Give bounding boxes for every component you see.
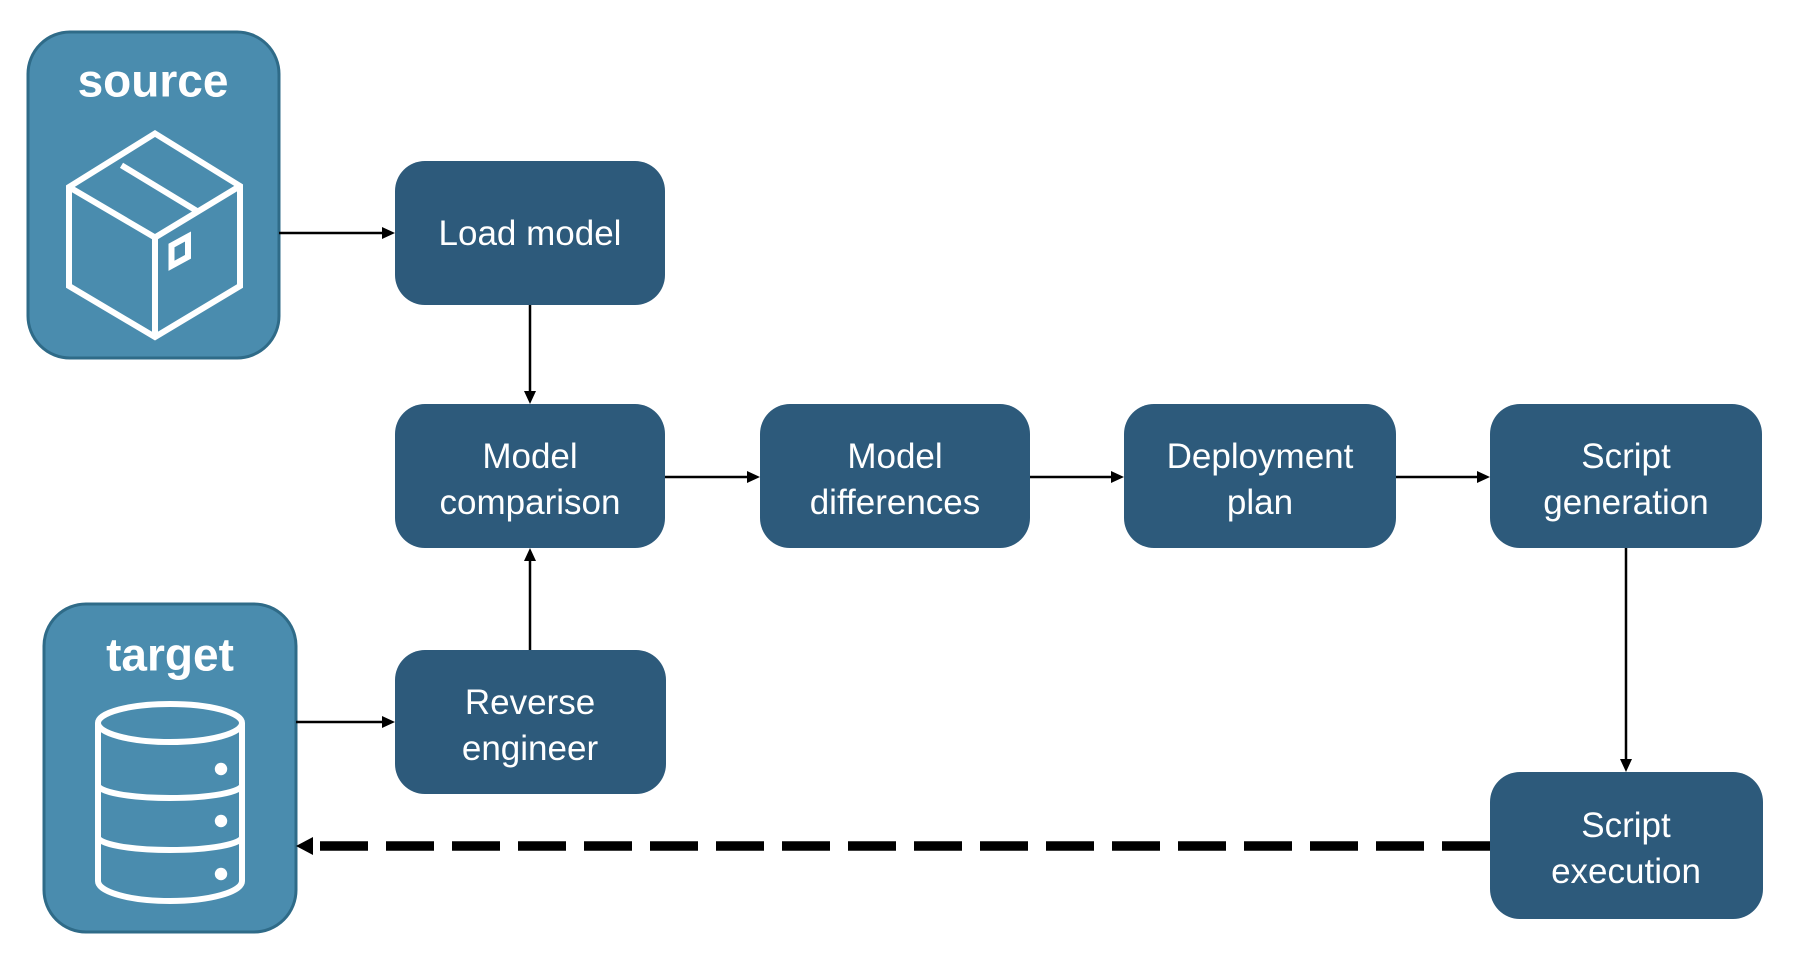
svg-text:execution: execution xyxy=(1551,852,1701,891)
svg-text:Deployment: Deployment xyxy=(1167,437,1354,476)
svg-text:Model: Model xyxy=(482,437,577,476)
svg-text:plan: plan xyxy=(1227,483,1293,522)
svg-text:comparison: comparison xyxy=(440,483,621,522)
svg-text:source: source xyxy=(78,55,229,107)
svg-text:Load model: Load model xyxy=(439,214,622,253)
svg-text:generation: generation xyxy=(1543,483,1708,522)
svg-text:differences: differences xyxy=(810,483,981,522)
svg-text:engineer: engineer xyxy=(462,729,599,768)
svg-text:Model: Model xyxy=(847,437,942,476)
svg-text:Reverse: Reverse xyxy=(465,683,595,722)
svg-text:Script: Script xyxy=(1581,437,1671,476)
svg-text:Script: Script xyxy=(1581,806,1671,845)
svg-text:target: target xyxy=(106,629,234,681)
